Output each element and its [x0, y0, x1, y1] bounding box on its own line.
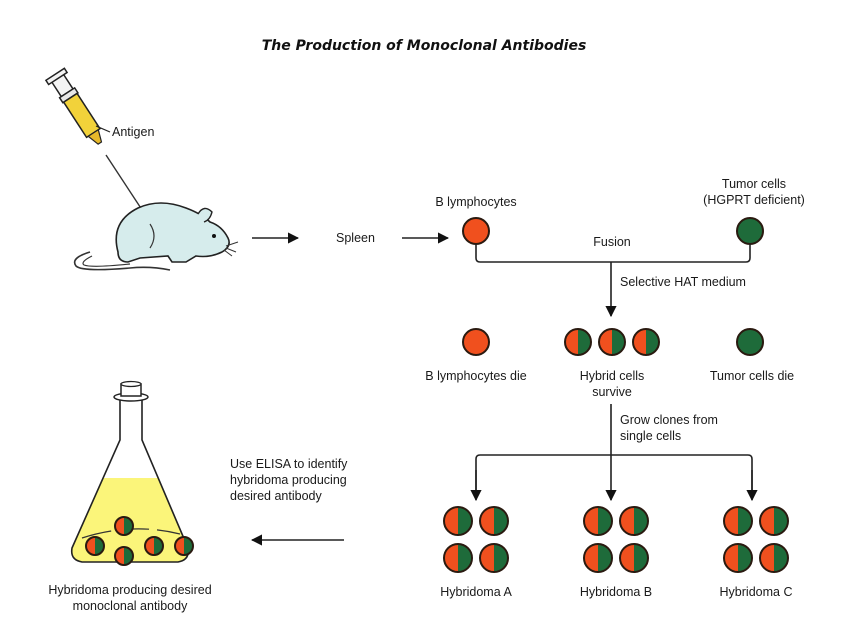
hybrid-cell — [632, 328, 660, 356]
spleen-label: Spleen — [336, 231, 375, 245]
fusion-bracket — [475, 244, 751, 263]
b-lymphocyte-cell — [462, 217, 490, 245]
hybridoma-cell — [723, 506, 753, 536]
tumor-cells-label: Tumor cells — [722, 177, 786, 191]
grow-clones-label: Grow clones from — [620, 413, 718, 427]
hybridoma-cell — [583, 506, 613, 536]
flask-hybridoma-cell — [114, 516, 134, 536]
flask-hybridoma-cell — [114, 546, 134, 566]
hybrid-sublabel: survive — [592, 385, 632, 399]
dying-b-lymphocyte-cell — [462, 328, 490, 356]
tumor-cell — [736, 217, 764, 245]
hybridoma-cell — [759, 506, 789, 536]
grow-clones-sublabel: single cells — [620, 429, 681, 443]
hybridoma-group-a — [443, 506, 509, 573]
antigen-label: Antigen — [112, 125, 154, 139]
flask-label-line2: monoclonal antibody — [73, 599, 188, 613]
flask-label-line1: Hybridoma producing desired — [48, 583, 211, 597]
tumor-cells-sublabel: (HGPRT deficient) — [703, 193, 805, 207]
flask-hybridoma-cells — [85, 516, 194, 566]
elisa-label-line3: desired antibody — [230, 489, 322, 503]
hybridoma-a-label: Hybridoma A — [440, 585, 512, 599]
hybridoma-cell — [479, 543, 509, 573]
hybridoma-cell — [479, 506, 509, 536]
hybridoma-group-c — [723, 506, 789, 573]
flask-hybridoma-cell — [144, 536, 164, 556]
hybridoma-b-label: Hybridoma B — [580, 585, 652, 599]
hybridoma-cell — [723, 543, 753, 573]
hybrid-cell — [564, 328, 592, 356]
dying-tumor-cell — [736, 328, 764, 356]
hybridoma-cell — [619, 543, 649, 573]
dying-b-cell-circle — [462, 328, 490, 356]
surviving-hybrid-cells — [564, 328, 660, 356]
hybridoma-c-label: Hybridoma C — [720, 585, 793, 599]
hybridoma-cell — [443, 506, 473, 536]
mouse-icon — [73, 202, 239, 271]
hybridoma-clone-groups — [443, 506, 789, 573]
dying-tumor-cell-circle — [736, 328, 764, 356]
elisa-label-line2: hybridoma producing — [230, 473, 347, 487]
selective-medium-label: Selective HAT medium — [620, 275, 746, 289]
diagram-title: The Production of Monoclonal Antibodies — [262, 38, 587, 54]
elisa-label-line1: Use ELISA to identify — [230, 457, 348, 471]
hybridoma-cell — [619, 506, 649, 536]
hybridoma-cell — [583, 543, 613, 573]
b-lymphocytes-label: B lymphocytes — [435, 195, 516, 209]
hybridoma-cell — [759, 543, 789, 573]
hybrid-label: Hybrid cells — [580, 369, 645, 383]
syringe-icon — [44, 67, 151, 223]
b-die-label: B lymphocytes die — [425, 369, 526, 383]
b-lymphocyte-circle — [462, 217, 490, 245]
flask-hybridoma-cell — [85, 536, 105, 556]
hybridoma-cell — [443, 543, 473, 573]
hybrid-cell — [598, 328, 626, 356]
clone-branch-bracket — [475, 454, 753, 498]
flask-hybridoma-cell — [174, 536, 194, 556]
tumor-cell-circle — [736, 217, 764, 245]
fusion-label: Fusion — [593, 235, 631, 249]
hybridoma-group-b — [583, 506, 649, 573]
tumor-die-label: Tumor cells die — [710, 369, 794, 383]
